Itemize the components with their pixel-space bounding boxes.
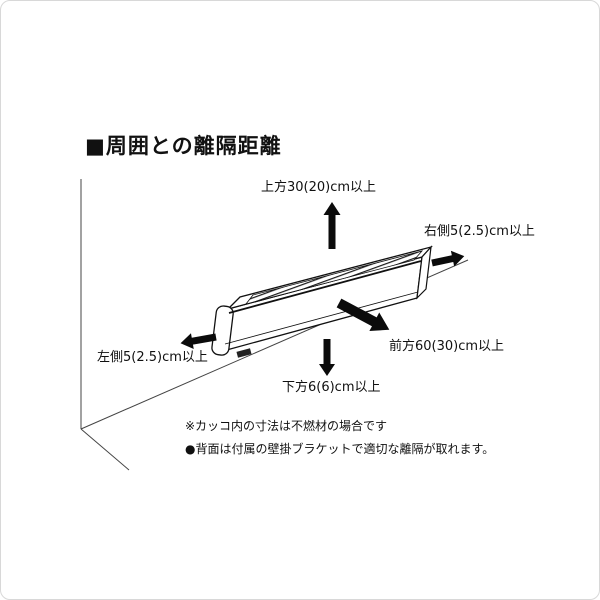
clearance-arrow-left-icon: [180, 333, 217, 350]
note-noncombustible-materials: ※カッコ内の寸法は不燃材の場合です: [185, 418, 387, 433]
clearance-arrow-down-icon: [319, 339, 335, 376]
heater-foot: [236, 348, 252, 358]
heater-vent-grille: [244, 250, 424, 305]
clearance-label-left: 左側5(2.5)cm以上: [97, 350, 208, 365]
clearance-arrow-right-icon: [431, 250, 465, 267]
page-title: ■周囲との離隔距離: [85, 134, 282, 158]
clearance-label-right: 右側5(2.5)cm以上: [424, 224, 535, 239]
clearance-label-front: 前方60(30)cm以上: [389, 338, 504, 354]
heater-right-end: [416, 245, 432, 300]
clearance-arrow-up-icon: [323, 202, 341, 249]
heater-front-bottom-line: [224, 291, 419, 345]
clearance-label-top: 上方30(20)cm以上: [261, 179, 376, 195]
clearance-label-bottom: 下方6(6)cm以上: [282, 379, 381, 395]
clearance-arrow-front-icon: [336, 298, 390, 332]
floor-front-edge: [80, 428, 130, 471]
note-wall-bracket: ●背面は付属の壁掛ブラケットで適切な離隔が取れます。: [185, 441, 494, 456]
heater-illustration: [211, 245, 433, 358]
heater-front-top-shadow-line: [228, 260, 422, 314]
